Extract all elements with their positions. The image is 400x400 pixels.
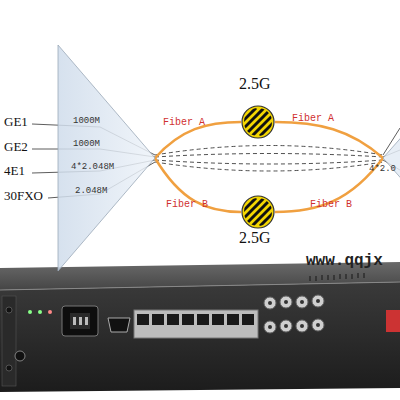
rate-label: 2.5G	[239, 229, 271, 247]
channel-rate: 2.048M	[75, 186, 107, 196]
channel-rate: 1000M	[73, 139, 100, 149]
port-name: 4E1	[4, 163, 25, 179]
channel-rate: 4*2.048M	[71, 162, 114, 172]
multiplexer-triangle: 4*2.0	[383, 45, 400, 271]
circle-outline	[241, 105, 275, 139]
fiber-label: Fiber A	[292, 113, 334, 124]
device-illustration	[0, 262, 400, 392]
circle-outline	[241, 195, 275, 229]
port-name: GE2	[4, 139, 28, 155]
channel-rate: 4*2.0	[369, 164, 396, 174]
repeater-circle: 2.5G	[241, 195, 275, 229]
fiber-label: Fiber B	[166, 199, 208, 210]
fiber-link	[275, 158, 383, 212]
multiplexer-triangle: 1000M 1000M 4*2.048M 2.048M	[58, 45, 155, 271]
triangle-outline	[383, 45, 400, 271]
channel-rate: 1000M	[73, 116, 100, 126]
port-name: 30FXO	[4, 188, 43, 204]
rate-label: 2.5G	[239, 75, 271, 93]
port-name: GE1	[4, 114, 28, 130]
watermark: www.qqjx	[306, 252, 383, 270]
fiber-link	[275, 122, 383, 158]
fiber-label: Fiber A	[163, 117, 205, 128]
repeater-circle: 2.5G	[241, 105, 275, 139]
fiber-label: Fiber B	[310, 199, 352, 210]
dashed-channels	[155, 146, 383, 172]
fiber-link	[155, 158, 241, 212]
triangle-outline	[58, 45, 155, 271]
